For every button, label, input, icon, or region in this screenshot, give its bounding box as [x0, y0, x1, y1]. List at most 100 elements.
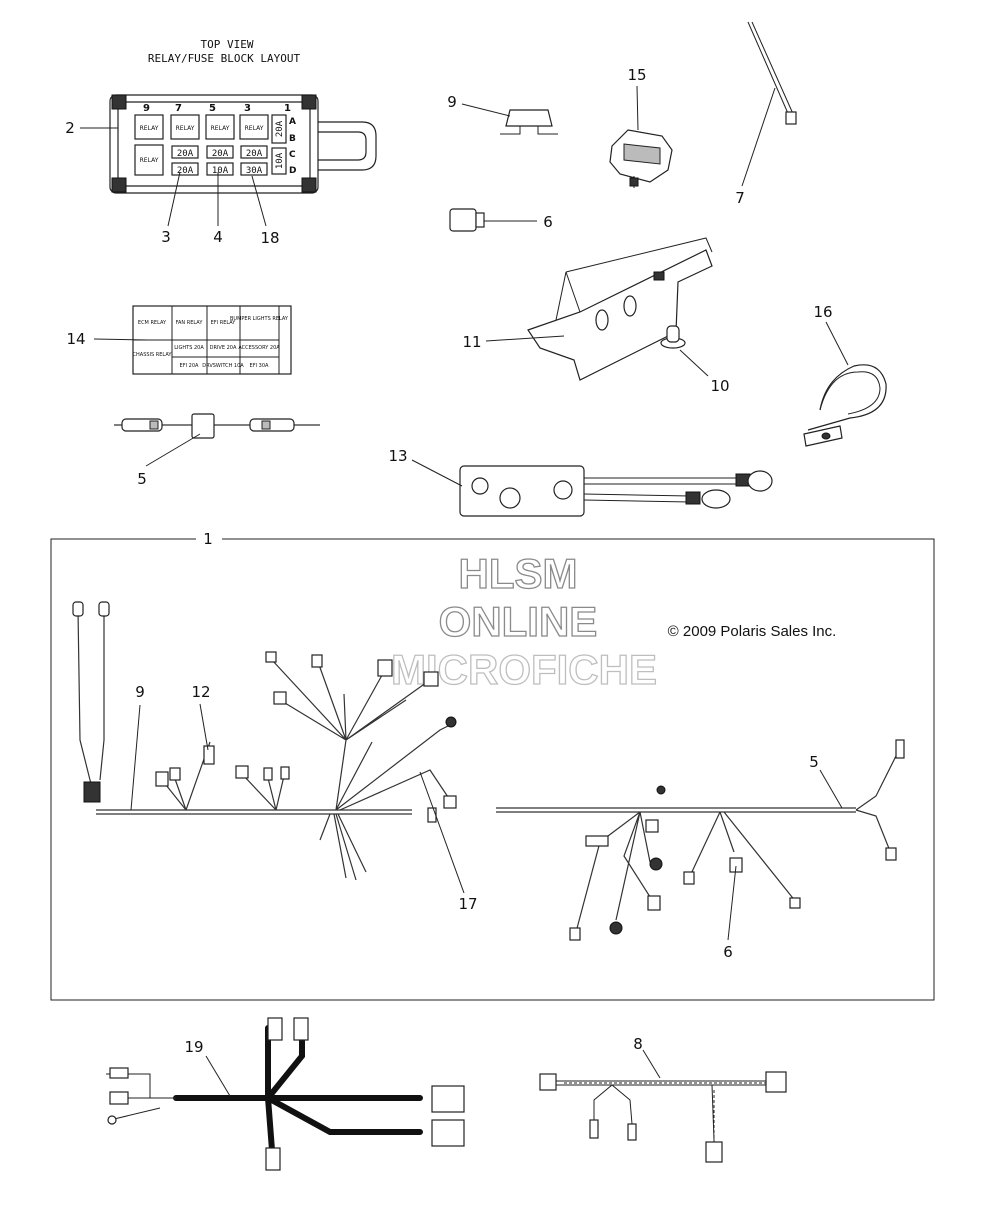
harness-19-plug-1 — [109, 1067, 129, 1079]
harness-right-branch — [335, 723, 453, 811]
leader-18 — [251, 175, 267, 227]
harness-right-plug-e — [683, 871, 695, 885]
leader-11 — [485, 335, 565, 342]
fuse-slot-d3 — [240, 162, 268, 176]
relay-label-5: RELAY — [140, 157, 159, 164]
callout-5b: 5 — [809, 753, 819, 771]
inline-fuse-right-boot — [249, 418, 295, 432]
harness-pigtail-plug-1 — [72, 601, 84, 617]
harness-right-plug-g — [789, 897, 801, 909]
decal-cell-11: EFI 30A — [250, 363, 269, 369]
part-6-terminal — [449, 208, 477, 232]
part-9-legs — [500, 126, 558, 135]
harness-19-top-plug-1 — [267, 1017, 283, 1041]
relay-label-3: RELAY — [211, 125, 230, 132]
part-11-hole-1 — [595, 309, 609, 331]
watermark-line-1: HLSM — [459, 550, 578, 597]
inline-fuse-ferrule-left — [149, 420, 159, 430]
harness-fuse-holder — [83, 781, 101, 803]
leader-5a — [145, 433, 201, 467]
harness-19-top-plug-2 — [293, 1017, 309, 1041]
fuse-col-9: 9 — [143, 103, 150, 114]
harness-right-fork-plug-2 — [885, 847, 897, 861]
part-10-push-pin-shaft — [666, 325, 680, 343]
watermark-line-2: ONLINE — [439, 598, 598, 645]
harness-19-right-connector-2 — [431, 1119, 465, 1147]
fuse-label-d3: 30A — [246, 166, 263, 176]
harness-right-plug-d — [649, 857, 663, 871]
fuse-col-1: 1 — [284, 103, 291, 114]
part-16-clamp-inner — [819, 371, 881, 415]
fuse-block-heading-2: RELAY/FUSE BLOCK LAYOUT — [148, 52, 301, 65]
part-7-cable-tie-edge — [751, 21, 795, 117]
harness-grommet-1 — [445, 716, 457, 728]
leader-6b — [727, 865, 737, 941]
harness-19-group: 19 — [106, 1017, 465, 1171]
harness-mid-plug-2 — [263, 767, 273, 781]
decal-cell-9: EFI 20A — [180, 363, 199, 369]
harness-8-bottom-connector — [705, 1141, 723, 1163]
harness-right-fork — [855, 747, 901, 857]
decal-cell-3: EFI RELAY — [211, 320, 237, 326]
harness-8-drops — [593, 1084, 715, 1141]
leader-7 — [741, 87, 776, 187]
part-13-lug-1 — [747, 470, 773, 492]
part-9-mini-fuse — [505, 109, 553, 127]
harness-mid-plug-3 — [280, 766, 290, 780]
harness-right-plug — [443, 795, 457, 809]
relay-slot-2 — [170, 114, 200, 140]
leader-9a — [461, 103, 511, 117]
callout-13: 13 — [388, 447, 407, 465]
harness-branch-12 — [161, 741, 211, 811]
main-harness-frame — [50, 538, 935, 1001]
decal-cell-8: ACCESSORY 20A — [238, 345, 280, 351]
decal-cell-6: LIGHTS 20A — [174, 345, 204, 351]
harness-mid-plug-1 — [235, 765, 249, 779]
harness-left-pigtails — [77, 609, 105, 801]
fuse-slot-b3 — [240, 145, 268, 159]
fuse-slot-b7 — [171, 145, 199, 159]
harness-19-plug-2 — [109, 1091, 129, 1105]
fuse-slot-c1 — [271, 147, 287, 175]
fuse-row-d: D — [289, 166, 296, 176]
harness-right-grommet — [656, 785, 666, 795]
harness-8-trunk — [552, 1080, 770, 1086]
harness-8-terminal-1 — [589, 1119, 599, 1139]
callout-5a: 5 — [137, 470, 147, 488]
fuse-label-d5: 10A — [212, 166, 229, 176]
callout-7: 7 — [735, 189, 745, 207]
leader-16 — [825, 321, 849, 366]
relay-slot-1 — [134, 114, 164, 140]
callout-6b: 6 — [723, 943, 733, 961]
harness-pigtail-plug-2 — [98, 601, 110, 617]
inline-fuse-ferrule-right — [261, 420, 271, 430]
harness-8-group: 8 — [539, 1035, 787, 1163]
copyright-notice: © 2009 Polaris Sales Inc. — [668, 623, 837, 640]
harness-fan-plug-2 — [311, 654, 323, 668]
harness-8-terminal-2 — [627, 1123, 637, 1141]
part-7-cable-tie — [747, 21, 791, 119]
leader-15 — [636, 85, 639, 131]
part-16-clamp-hole — [821, 432, 831, 440]
part-11-hole-2 — [623, 295, 637, 317]
harness-right-label — [585, 835, 609, 847]
harness-19-bottom-plug — [265, 1147, 281, 1171]
callout-1: 1 — [203, 530, 213, 548]
fuse-label-d7: 20A — [177, 166, 194, 176]
harness-branch-12-plug-2 — [169, 767, 181, 781]
harness-right-plug-c — [647, 895, 661, 911]
harness-right-plug-a — [569, 927, 581, 941]
harness-fan-plug-5 — [273, 691, 287, 705]
part-13-lug-2-crimp — [685, 491, 701, 505]
fuse-decal-group: ECM RELAY FAN RELAY EFI RELAY BUMPER LIG… — [66, 305, 292, 375]
harness-branch-12-plug-1 — [155, 771, 169, 787]
callout-9b: 9 — [135, 683, 145, 701]
callout-3: 3 — [161, 228, 171, 246]
part-13-hole-2 — [499, 487, 521, 509]
relay-slot-5 — [134, 144, 164, 176]
harness-right-tag — [645, 819, 659, 833]
main-harness-group: 1 HLSM ONLINE MICROFICHE © 2009 Polaris … — [50, 530, 935, 1001]
fuse-block-corner-tl — [111, 94, 127, 110]
fuse-col-5: 5 — [209, 103, 216, 114]
